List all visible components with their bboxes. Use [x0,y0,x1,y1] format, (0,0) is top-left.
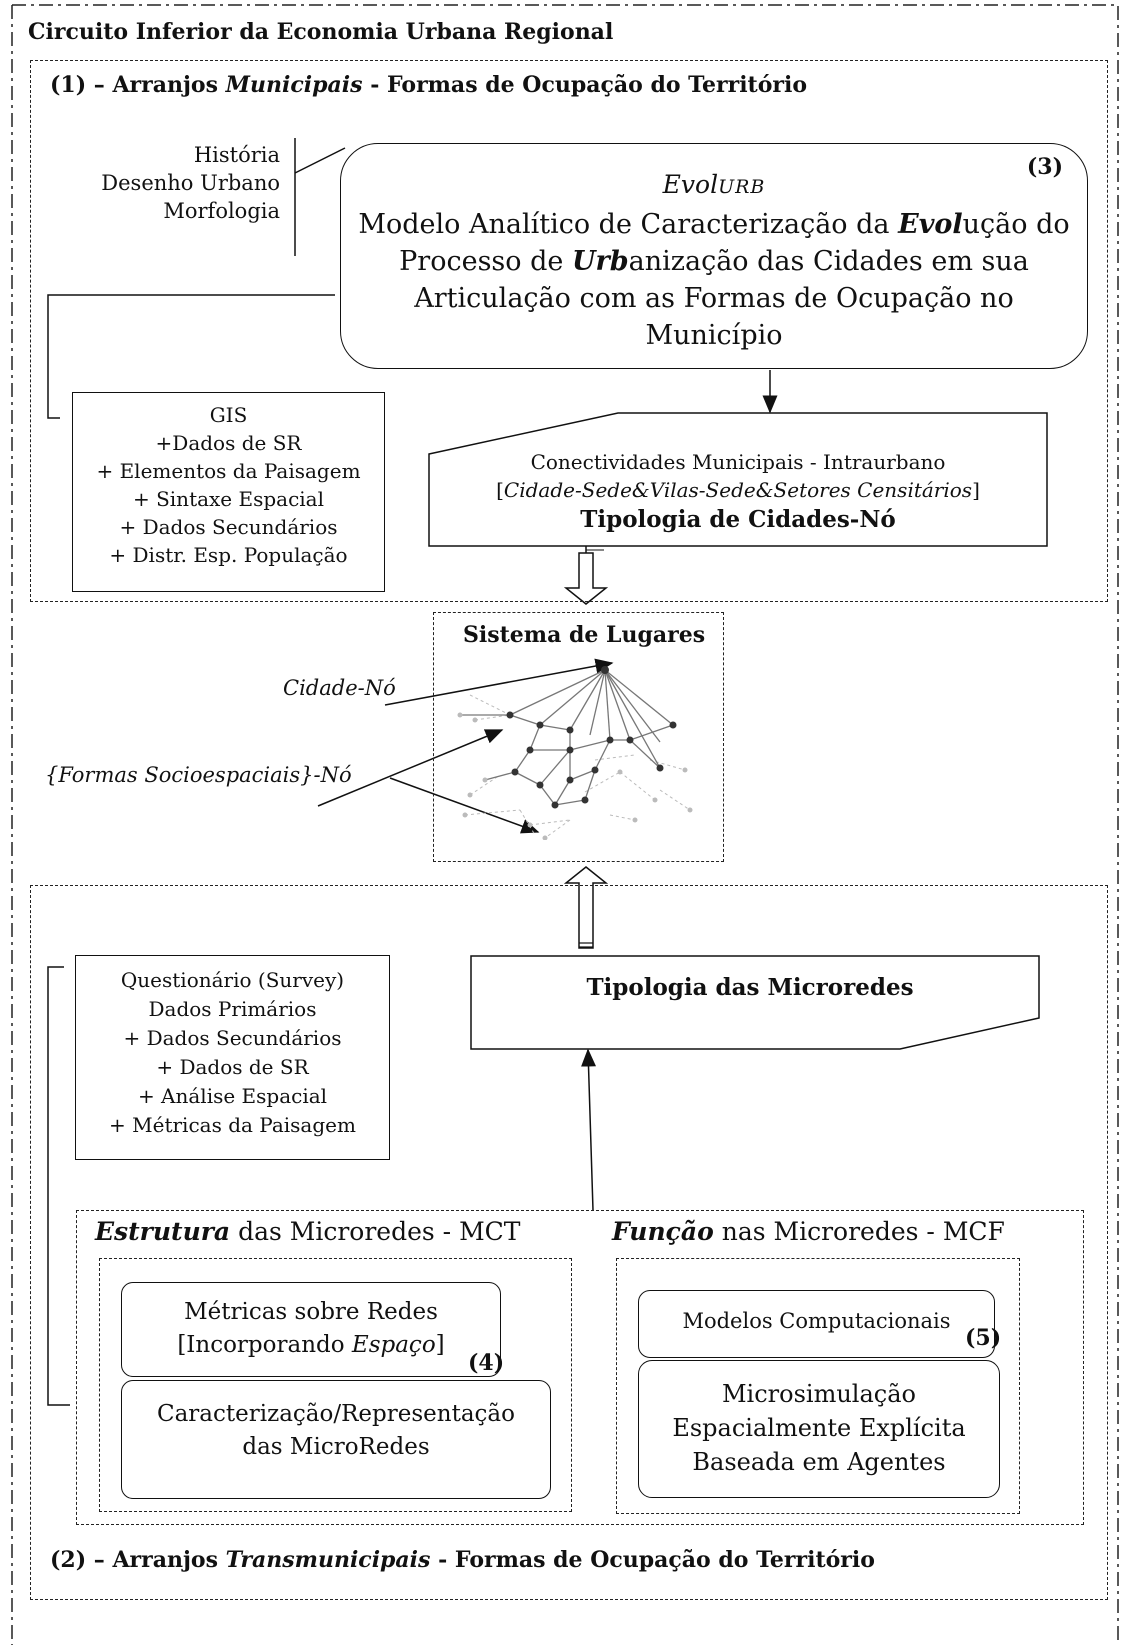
outer-frame [12,4,1119,1645]
section-transmunicipal-number: (2) – [50,1547,105,1573]
evolurb-number: (3) [1026,154,1063,180]
network-graph-image [457,666,693,840]
diagram-title: Circuito Inferior da Economia Urbana Reg… [28,19,614,45]
gis-item: + Elementos da Paisagem [96,459,361,483]
survey-item: + Análise Espacial [137,1084,328,1108]
section-transmunicipal-box [30,885,1108,1600]
label-cidade-no: Cidade-Nó [283,676,396,700]
evolurb-text: EvolURB Modelo Analítico de Caracterizaç… [341,144,1087,354]
microredes-box-shape [470,955,1040,1050]
survey-item: + Dados de SR [156,1055,309,1079]
section-municipal-number: (1) – [50,72,105,98]
sistema-lugares-title: Sistema de Lugares [463,622,706,648]
estrutura-label: Estrutura das Microredes - MCT [95,1217,521,1246]
gis-item: GIS [209,403,248,427]
discipline-item: Desenho Urbano [101,171,280,195]
gis-item: + Sintaxe Espacial [132,487,325,511]
survey-item: + Métricas da Paisagem [109,1113,356,1137]
discipline-item: Morfologia [163,199,280,223]
funcao-number: (5) [965,1325,1002,1351]
conect-title: Tipologia de Cidades-Nó [580,506,896,533]
gis-data-box: GIS +Dados de SR + Elementos da Paisagem… [72,392,385,592]
section-municipal-box [30,60,1108,602]
survey-data-box: Questionário (Survey) Dados Primários + … [75,955,390,1160]
survey-item: Questionário (Survey) [120,968,345,992]
sistema-lugares-box [433,612,724,862]
hollow-arrow-down [563,552,609,605]
evolurb-model-box: (3) EvolURB Modelo Analítico de Caracter… [340,143,1088,369]
section-municipal-title: (1) – Arranjos Municipais - Formas de Oc… [50,72,808,98]
label-formas-socioespaciais: {Formas Socioespaciais}-Nó [45,763,352,787]
microredes-title: Tipologia das Microredes [586,974,914,1001]
microsimulation-box: Microsimulação Espacialmente Explícita B… [638,1360,1000,1498]
funcao-box [616,1258,1020,1514]
gis-item: +Dados de SR [155,431,302,455]
gis-item: + Dados Secundários [119,515,338,539]
discipline-list: História Desenho Urbano Morfologia [100,141,280,225]
arrow-to-microredes [581,1048,597,1211]
survey-item: Dados Primários [148,997,317,1021]
microredes-characterization-box: Caracterização/Representação das MicroRe… [121,1380,551,1499]
conect-box-shape [428,412,1048,547]
conect-box-text: Conectividades Municipais - Intraurbano … [428,448,1048,536]
discipline-item: História [193,143,280,167]
survey-item: + Dados Secundários [123,1026,342,1050]
section-transmunicipal-title: (2) – Arranjos Transmunicipais - Formas … [50,1547,875,1573]
estrutura-box [99,1258,572,1512]
network-metrics-box: Métricas sobre Redes [Incorporando Espaç… [121,1282,501,1377]
evolurb-name: EvolURB [662,170,766,199]
computational-models-box: Modelos Computacionais [638,1290,995,1358]
hollow-arrow-up [563,866,609,949]
funcao-label: Função nas Microredes - MCF [612,1217,1005,1246]
estrutura-number: (4) [468,1350,505,1376]
gis-item: + Distr. Esp. População [109,543,348,567]
models-container-box [76,1210,1084,1525]
